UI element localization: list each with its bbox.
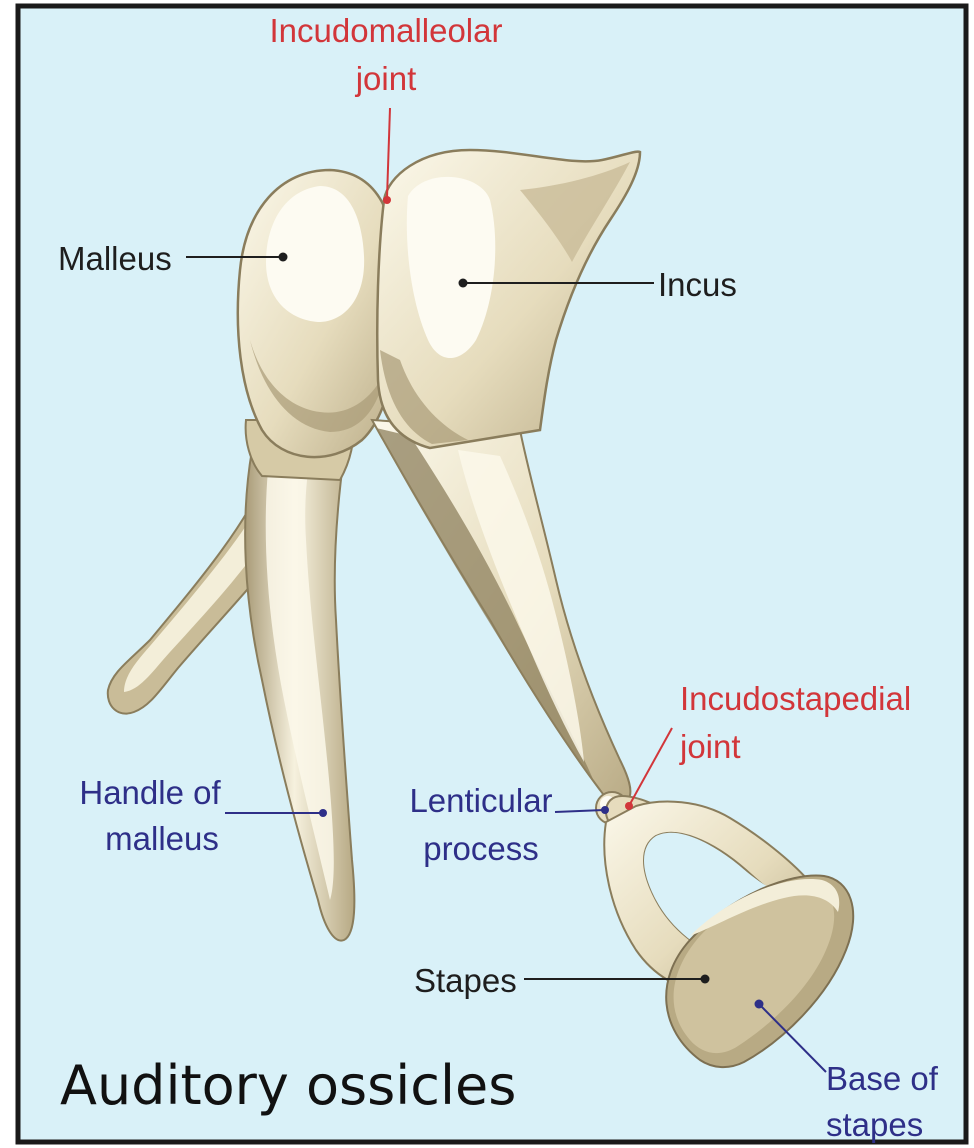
incudostapedial-dot — [625, 802, 633, 810]
label-lenticular-process-line2: process — [423, 830, 539, 867]
label-incus: Incus — [658, 266, 737, 303]
handle-of-malleus-dot — [319, 809, 327, 817]
label-lenticular-process-line1: Lenticular — [409, 782, 552, 819]
label-incudomalleolar-joint-line2: joint — [355, 60, 417, 97]
label-incudostapedial-joint-line2: joint — [679, 728, 741, 765]
incus-dot — [459, 279, 468, 288]
label-base-of-stapes-line1: Base of — [826, 1060, 939, 1097]
malleus-dot — [279, 253, 288, 262]
base-of-stapes-dot — [755, 1000, 764, 1009]
label-malleus: Malleus — [58, 240, 172, 277]
label-handle-of-malleus-line1: Handle of — [79, 774, 221, 811]
label-stapes: Stapes — [414, 962, 517, 999]
diagram-title: Auditory ossicles — [60, 1054, 516, 1117]
label-incudostapedial-joint-line1: Incudostapedial — [680, 680, 911, 717]
label-handle-of-malleus-line2: malleus — [105, 820, 219, 857]
label-incudomalleolar-joint-line1: Incudomalleolar — [270, 12, 503, 49]
label-base-of-stapes-line2: stapes — [826, 1106, 923, 1143]
stapes-dot — [701, 975, 710, 984]
lenticular-process-dot — [601, 806, 609, 814]
incudomalleolar-dot — [383, 196, 391, 204]
